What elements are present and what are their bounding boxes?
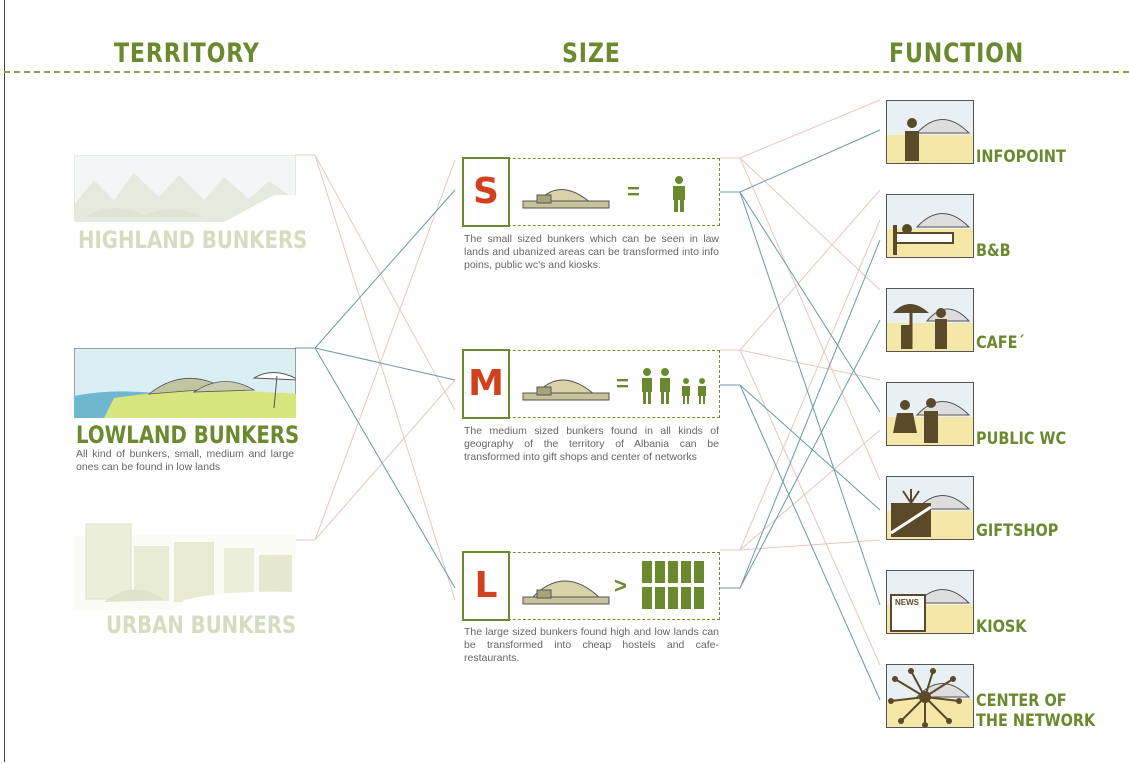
size-m-letter: M xyxy=(462,349,510,419)
link-lowland-l xyxy=(314,347,456,589)
size-m-description: The medium sized bunkers found in all ki… xyxy=(464,425,719,463)
link-l-func1 xyxy=(720,219,881,551)
public-wc-icon xyxy=(886,382,974,446)
public-wc-label: PUBLIC WC xyxy=(976,429,1067,449)
link-s-kiosk xyxy=(739,191,881,606)
kiosk-label: KIOSK xyxy=(976,617,1027,637)
link-highland-s xyxy=(295,154,456,411)
giftshop-label: GIFTSHOP xyxy=(976,521,1059,541)
large-bunker-icon xyxy=(522,580,610,605)
size-s-symbol: = xyxy=(627,179,640,204)
link-lowland-m xyxy=(314,347,456,381)
size-m-symbol: = xyxy=(616,371,629,396)
lowland-description: All kind of bunkers, small, medium and l… xyxy=(76,448,294,473)
kiosk-sign: NEWS xyxy=(895,598,919,607)
link-l-cafe xyxy=(739,319,881,589)
size-l-description: The large sized bunkers found high and l… xyxy=(464,626,719,664)
link-s-func1 xyxy=(720,99,881,159)
link-lowland-s xyxy=(295,189,456,349)
header-territory: TERRITORY xyxy=(114,38,260,69)
group-of-people-icon xyxy=(642,368,706,404)
bnb-label: B&B xyxy=(976,241,1011,261)
giftshop-icon xyxy=(886,476,974,540)
header-divider xyxy=(4,71,1129,73)
network-label-line1: CENTER OF xyxy=(976,691,1067,711)
size-l-box: L > xyxy=(462,551,720,621)
size-s-box: S = xyxy=(462,157,720,227)
cafe-label: CAFE´ xyxy=(976,333,1025,353)
size-l-letter: L xyxy=(462,551,510,621)
cafe-icon xyxy=(886,288,974,352)
network-icon xyxy=(886,664,974,728)
link-m-func2 xyxy=(739,349,881,666)
lowland-label: LOWLAND BUNKERS xyxy=(76,421,300,449)
bnb-icon xyxy=(886,194,974,258)
highland-scene-icon xyxy=(74,155,296,222)
link-s-func2 xyxy=(739,157,881,291)
link-urban-l xyxy=(314,379,456,541)
size-l-symbol: > xyxy=(614,573,627,598)
person-icon xyxy=(673,176,685,212)
header-size: SIZE xyxy=(562,38,621,69)
medium-bunker-icon xyxy=(522,379,610,401)
network-label-line2: THE NETWORK xyxy=(976,711,1096,731)
header-function: FUNCTION xyxy=(889,38,1025,69)
link-s-wc xyxy=(739,191,881,413)
link-m-func3 xyxy=(739,349,881,381)
link-s-func3 xyxy=(739,157,881,481)
kiosk-icon: NEWS xyxy=(886,570,974,634)
link-l-func3 xyxy=(739,539,881,551)
urban-label: URBAN BUNKERS xyxy=(106,611,297,639)
size-s-letter: S xyxy=(462,157,510,227)
urban-scene-icon xyxy=(74,523,296,610)
link-m-giftshop xyxy=(720,384,881,511)
page-frame xyxy=(4,0,1128,762)
link-l-bnb xyxy=(720,239,881,589)
infopoint-label: INFOPOINT xyxy=(976,147,1066,167)
infopoint-icon xyxy=(886,100,974,164)
link-s-infopoint xyxy=(720,129,881,193)
link-highland-m xyxy=(314,154,456,601)
highland-label: HIGHLAND BUNKERS xyxy=(78,226,308,254)
size-m-box: M = xyxy=(462,349,720,419)
size-s-description: The small sized bunkers which can be see… xyxy=(464,233,719,271)
small-bunker-icon xyxy=(522,189,610,209)
crowd-icon xyxy=(642,561,704,609)
lowland-scene-icon xyxy=(74,348,296,418)
link-m-network xyxy=(739,384,881,701)
